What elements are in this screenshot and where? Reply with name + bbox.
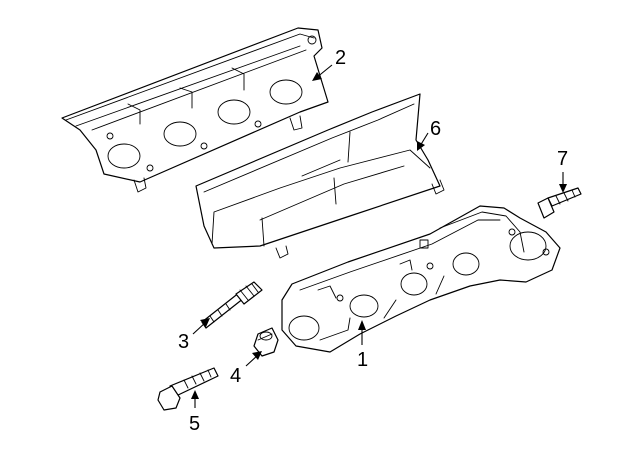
leader-line-7 — [559, 172, 567, 193]
heat-shield-icon[interactable] — [195, 93, 445, 259]
leader-line-4 — [245, 351, 262, 367]
callout-label-7: 7 — [557, 148, 568, 170]
callout-label-6: 6 — [430, 118, 441, 140]
exhaust-manifold-icon[interactable] — [281, 205, 561, 353]
callout-label-1: 1 — [357, 349, 368, 371]
bolt-icon[interactable] — [157, 367, 219, 411]
shield-bolt-icon[interactable] — [537, 187, 582, 219]
leader-line-2 — [312, 64, 333, 81]
manifold-gasket-icon[interactable] — [61, 27, 329, 193]
leader-line-5 — [191, 390, 199, 408]
stud-icon[interactable] — [201, 281, 263, 329]
callout-label-2: 2 — [335, 47, 346, 69]
callout-label-3: 3 — [178, 331, 189, 353]
leader-line-3 — [192, 318, 210, 335]
callout-label-4: 4 — [230, 365, 241, 387]
nut-icon[interactable] — [253, 327, 279, 357]
leader-line-6 — [417, 132, 429, 151]
callout-label-5: 5 — [189, 413, 200, 435]
leader-line-1 — [358, 320, 366, 345]
